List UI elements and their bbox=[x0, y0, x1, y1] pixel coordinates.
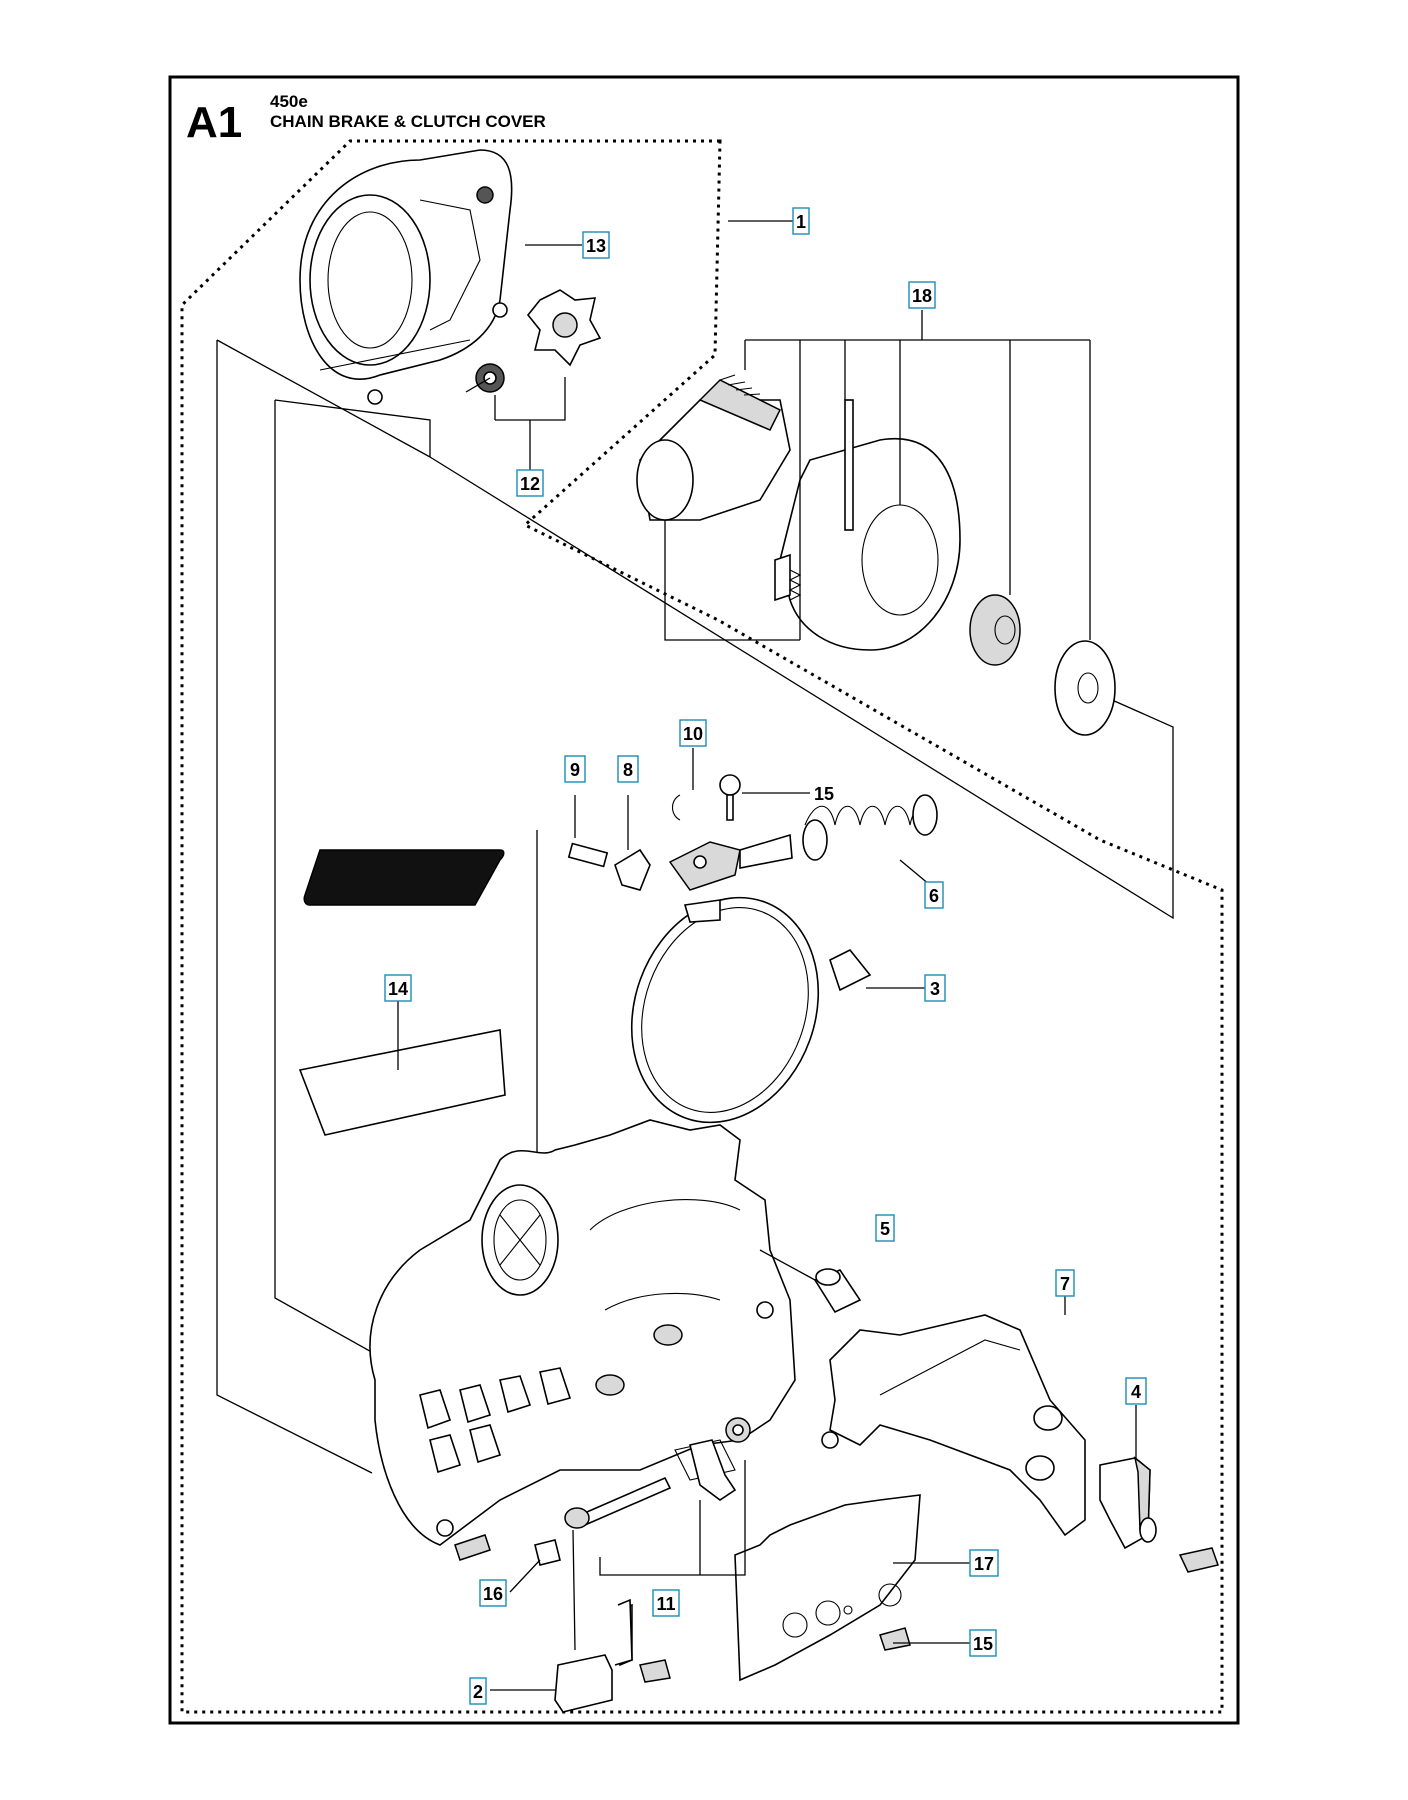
explode-panel-left bbox=[216, 340, 373, 1474]
callout-8: 8 bbox=[617, 755, 639, 783]
svg-text:10: 10 bbox=[683, 724, 703, 744]
explode-panel-inner bbox=[274, 400, 401, 1369]
lever-knob-part bbox=[1099, 1456, 1157, 1550]
callout-17: 17 bbox=[969, 1549, 999, 1577]
callout-10: 10 bbox=[679, 719, 707, 747]
svg-text:13: 13 bbox=[586, 236, 606, 256]
model-name: 450e bbox=[270, 92, 308, 111]
clutch-cover-part bbox=[299, 149, 513, 405]
callout-4: 4 bbox=[1125, 1377, 1147, 1405]
callout-18-leader-b bbox=[664, 520, 800, 641]
svg-text:4: 4 bbox=[1131, 1382, 1141, 1402]
explode-line-top bbox=[216, 339, 431, 458]
screw-parts bbox=[454, 1534, 1219, 1683]
svg-text:11: 11 bbox=[656, 1594, 675, 1614]
svg-text:1: 1 bbox=[796, 212, 806, 232]
diagram-frame bbox=[168, 75, 1240, 1725]
callout-9: 9 bbox=[564, 755, 586, 783]
svg-text:6: 6 bbox=[929, 886, 939, 906]
chain-brake-cover-part bbox=[369, 1119, 796, 1546]
explode-line-diagonal bbox=[429, 456, 1174, 920]
callout-16: 16 bbox=[479, 1579, 507, 1607]
svg-text:17: 17 bbox=[974, 1554, 994, 1574]
callout-15-bottom: 15 bbox=[969, 1629, 997, 1657]
svg-text:16: 16 bbox=[483, 1584, 503, 1604]
svg-text:15: 15 bbox=[973, 1634, 993, 1654]
guard-arm-part bbox=[821, 1314, 1086, 1537]
callout-3: 3 bbox=[924, 974, 946, 1002]
callout-1: 1 bbox=[792, 207, 810, 235]
callout-7: 7 bbox=[1055, 1269, 1075, 1297]
svg-text:7: 7 bbox=[1060, 1274, 1070, 1294]
callout-2: 2 bbox=[469, 1677, 487, 1705]
svg-text:3: 3 bbox=[930, 979, 940, 999]
brake-linkage-part bbox=[567, 774, 793, 891]
callout-15-top: 15 bbox=[814, 784, 834, 804]
svg-text:9: 9 bbox=[570, 760, 580, 780]
callout-6: 6 bbox=[924, 881, 944, 909]
tensioner-part bbox=[534, 1417, 751, 1566]
page-title: CHAIN BRAKE & CLUTCH COVER bbox=[270, 112, 546, 131]
callout-12: 12 bbox=[516, 469, 544, 497]
svg-text:12: 12 bbox=[520, 474, 540, 494]
spring-part bbox=[802, 794, 938, 861]
svg-text:18: 18 bbox=[912, 286, 932, 306]
guide-plate-part bbox=[734, 1494, 921, 1682]
assembly-boundary bbox=[180, 139, 1224, 1714]
svg-text:14: 14 bbox=[388, 979, 408, 999]
callout-11: 11 bbox=[652, 1589, 680, 1617]
callout-18: 18 bbox=[908, 281, 936, 309]
slide-block-part bbox=[554, 1598, 633, 1713]
svg-text:15: 15 bbox=[814, 784, 834, 804]
callout-14: 14 bbox=[384, 974, 412, 1002]
decal-part bbox=[298, 849, 506, 1136]
adjuster-star-part bbox=[465, 289, 602, 393]
callout-18-leader bbox=[744, 310, 1091, 640]
brake-band-part bbox=[630, 896, 872, 1124]
svg-text:2: 2 bbox=[473, 1682, 483, 1702]
callout-13: 13 bbox=[582, 231, 610, 259]
callout-leaders bbox=[397, 220, 1137, 1691]
callout-5: 5 bbox=[875, 1214, 895, 1242]
svg-text:5: 5 bbox=[880, 1219, 890, 1239]
chain-brake-group-part bbox=[636, 374, 1116, 736]
section-code: A1 bbox=[186, 98, 242, 147]
svg-text:8: 8 bbox=[623, 760, 633, 780]
pin-part bbox=[759, 1249, 862, 1314]
